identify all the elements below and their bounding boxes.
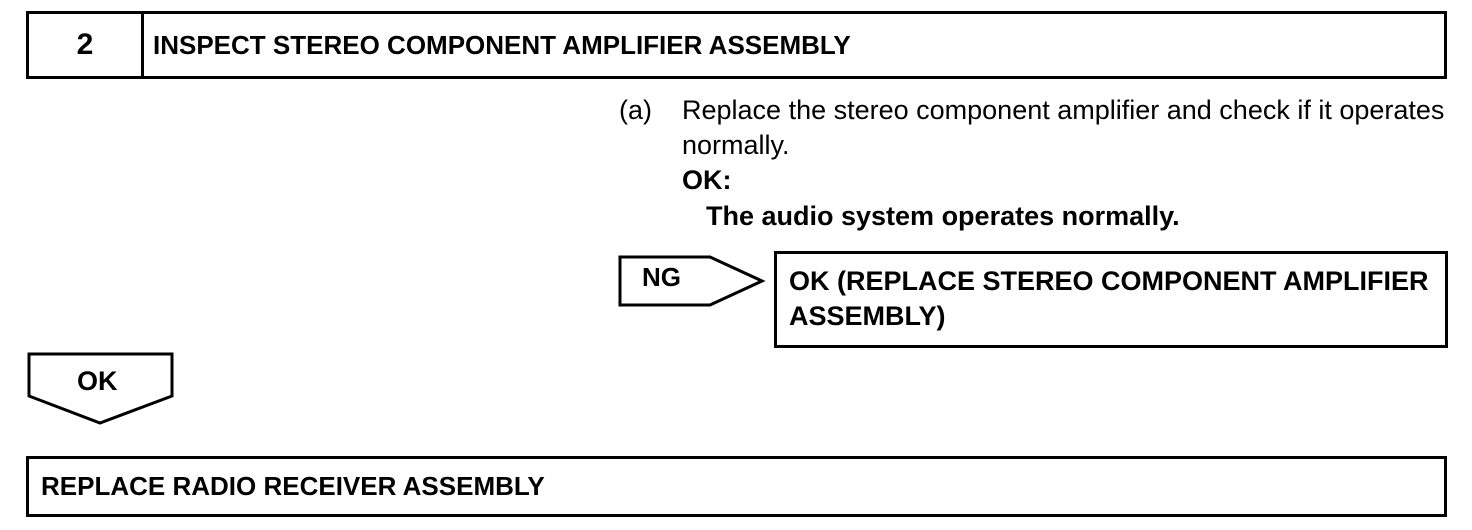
final-step-box: REPLACE RADIO RECEIVER ASSEMBLY bbox=[26, 456, 1447, 517]
ng-result-box: OK (REPLACE STEREO COMPONENT AMPLIFIER A… bbox=[774, 251, 1448, 348]
ng-result-text: OK (REPLACE STEREO COMPONENT AMPLIFIER A… bbox=[789, 266, 1429, 331]
final-step-text: REPLACE RADIO RECEIVER ASSEMBLY bbox=[41, 471, 545, 501]
ng-arrow-label: NG bbox=[642, 262, 681, 292]
instruction-text: Replace the stereo component amplifier a… bbox=[682, 95, 1445, 160]
ok-criteria-label: OK: bbox=[682, 165, 732, 195]
ng-arrow-shape bbox=[618, 255, 766, 307]
ok-criteria-detail: The audio system operates normally. bbox=[706, 201, 1180, 231]
step-header-box: 2 INSPECT STEREO COMPONENT AMPLIFIER ASS… bbox=[26, 11, 1447, 79]
step-number: 2 bbox=[29, 14, 144, 76]
ok-arrow-shape bbox=[27, 352, 174, 425]
ok-arrow-label: OK bbox=[77, 366, 118, 396]
step-title: INSPECT STEREO COMPONENT AMPLIFIER ASSEM… bbox=[153, 29, 851, 60]
instruction-label: (a) bbox=[619, 95, 652, 125]
